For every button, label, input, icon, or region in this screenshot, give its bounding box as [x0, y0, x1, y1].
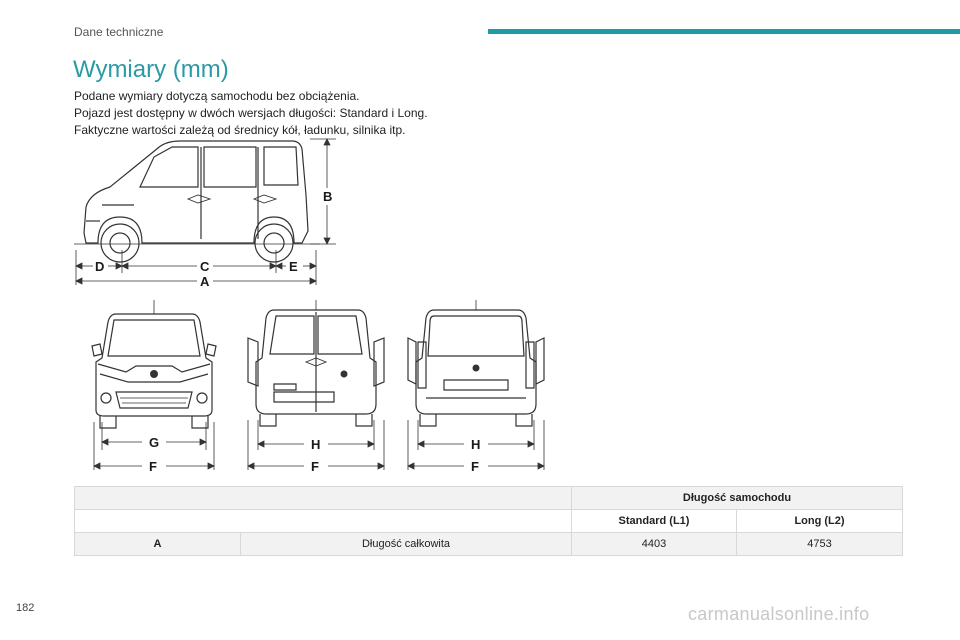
table-col-l2: Long (L2)	[736, 509, 903, 533]
dim-label-f: F	[471, 459, 479, 474]
intro-line: Faktyczne wartości zależą od średnicy kó…	[74, 123, 406, 137]
dim-label-g: G	[149, 435, 159, 450]
table-header-row: Standard (L1) Long (L2)	[74, 509, 903, 533]
page-title: Wymiary (mm)	[73, 56, 229, 83]
table-group-header: Długość samochodu	[571, 486, 903, 510]
dim-label-h: H	[471, 437, 480, 452]
dim-label-h: H	[311, 437, 320, 452]
table-empty-cell	[74, 486, 572, 510]
section-label: Dane techniczne	[74, 25, 164, 39]
table-row: A Długość całkowita 4403 4753	[74, 532, 903, 556]
table-col-l1: Standard (L1)	[571, 509, 737, 533]
table-cell-label: Długość całkowita	[240, 532, 572, 556]
intro-line: Podane wymiary dotyczą samochodu bez obc…	[74, 89, 360, 103]
dim-label-e: E	[289, 259, 298, 274]
brand-logo-icon	[150, 370, 158, 378]
dim-label-f: F	[311, 459, 319, 474]
front-view-diagram: G F	[91, 300, 217, 474]
accent-bar	[488, 29, 960, 34]
page-number: 182	[16, 602, 35, 614]
table-cell-code: A	[74, 532, 241, 556]
brand-logo-icon	[472, 364, 480, 372]
dim-label-a: A	[200, 274, 210, 289]
dimensions-table: Długość samochodu Standard (L1) Long (L2…	[74, 486, 903, 556]
table-cell-l2: 4753	[736, 532, 903, 556]
side-view-diagram: B D C E A	[74, 138, 336, 289]
rear-view-diagram: H F	[407, 300, 545, 474]
table-empty-cell	[74, 509, 572, 533]
dim-label-d: D	[95, 259, 104, 274]
watermark: carmanualsonline.info	[688, 604, 870, 624]
dim-label-c: C	[200, 259, 210, 274]
table-cell-l1: 4403	[571, 532, 737, 556]
brand-logo-icon	[340, 370, 348, 378]
table-group-header-row: Długość samochodu	[74, 486, 903, 510]
intro-line: Pojazd jest dostępny w dwóch wersjach dł…	[74, 106, 428, 120]
dim-label-f: F	[149, 459, 157, 474]
rear-open-view-diagram: H F	[247, 300, 385, 474]
intro-text: Podane wymiary dotyczą samochodu bez obc…	[74, 88, 428, 139]
dim-label-b: B	[323, 189, 332, 204]
